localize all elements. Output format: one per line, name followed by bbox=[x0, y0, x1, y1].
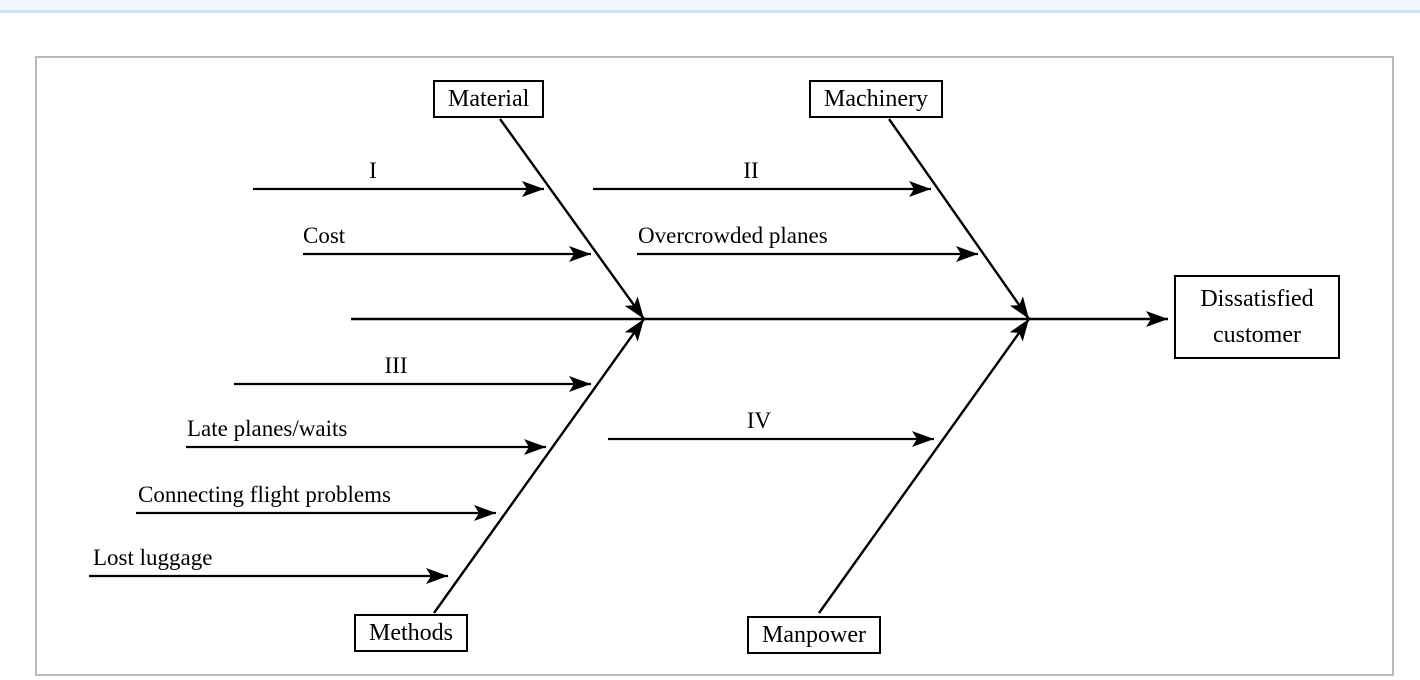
cause-label-late-planes: Late planes/waits bbox=[187, 416, 348, 441]
effect-box-dissatisfied-customer: Dissatisfied customer bbox=[1174, 275, 1340, 359]
methods-bone bbox=[433, 318, 645, 614]
cause-label-lost-luggage: Lost luggage bbox=[93, 545, 213, 570]
cause-label-overcrowded-planes: Overcrowded planes bbox=[638, 223, 828, 248]
cause-label-cost: Cost bbox=[303, 223, 346, 248]
category-box-machinery: Machinery bbox=[809, 80, 943, 118]
browser-chrome-strip bbox=[0, 0, 1420, 13]
browser-chrome-fill bbox=[0, 0, 1420, 10]
cause-label-connecting-flight: Connecting flight problems bbox=[138, 482, 391, 507]
fishbone-diagram-canvas: I Cost II Overcrowded planes III Late pl… bbox=[35, 56, 1394, 676]
manpower-bone bbox=[818, 318, 1030, 614]
effect-line-2: customer bbox=[1213, 322, 1301, 348]
cause-label-iv: IV bbox=[746, 408, 772, 433]
category-box-manpower: Manpower bbox=[747, 616, 881, 654]
material-bone bbox=[499, 118, 645, 320]
machinery-bone bbox=[888, 118, 1030, 320]
category-box-material: Material bbox=[433, 80, 545, 118]
category-box-methods: Methods bbox=[354, 614, 468, 652]
effect-line-1: Dissatisfied bbox=[1200, 286, 1314, 312]
browser-chrome-edge bbox=[0, 10, 1420, 13]
cause-label-iii: III bbox=[384, 353, 408, 378]
fishbone-svg bbox=[89, 118, 1168, 614]
cause-label-i: I bbox=[369, 158, 377, 183]
cause-label-ii: II bbox=[743, 158, 759, 183]
